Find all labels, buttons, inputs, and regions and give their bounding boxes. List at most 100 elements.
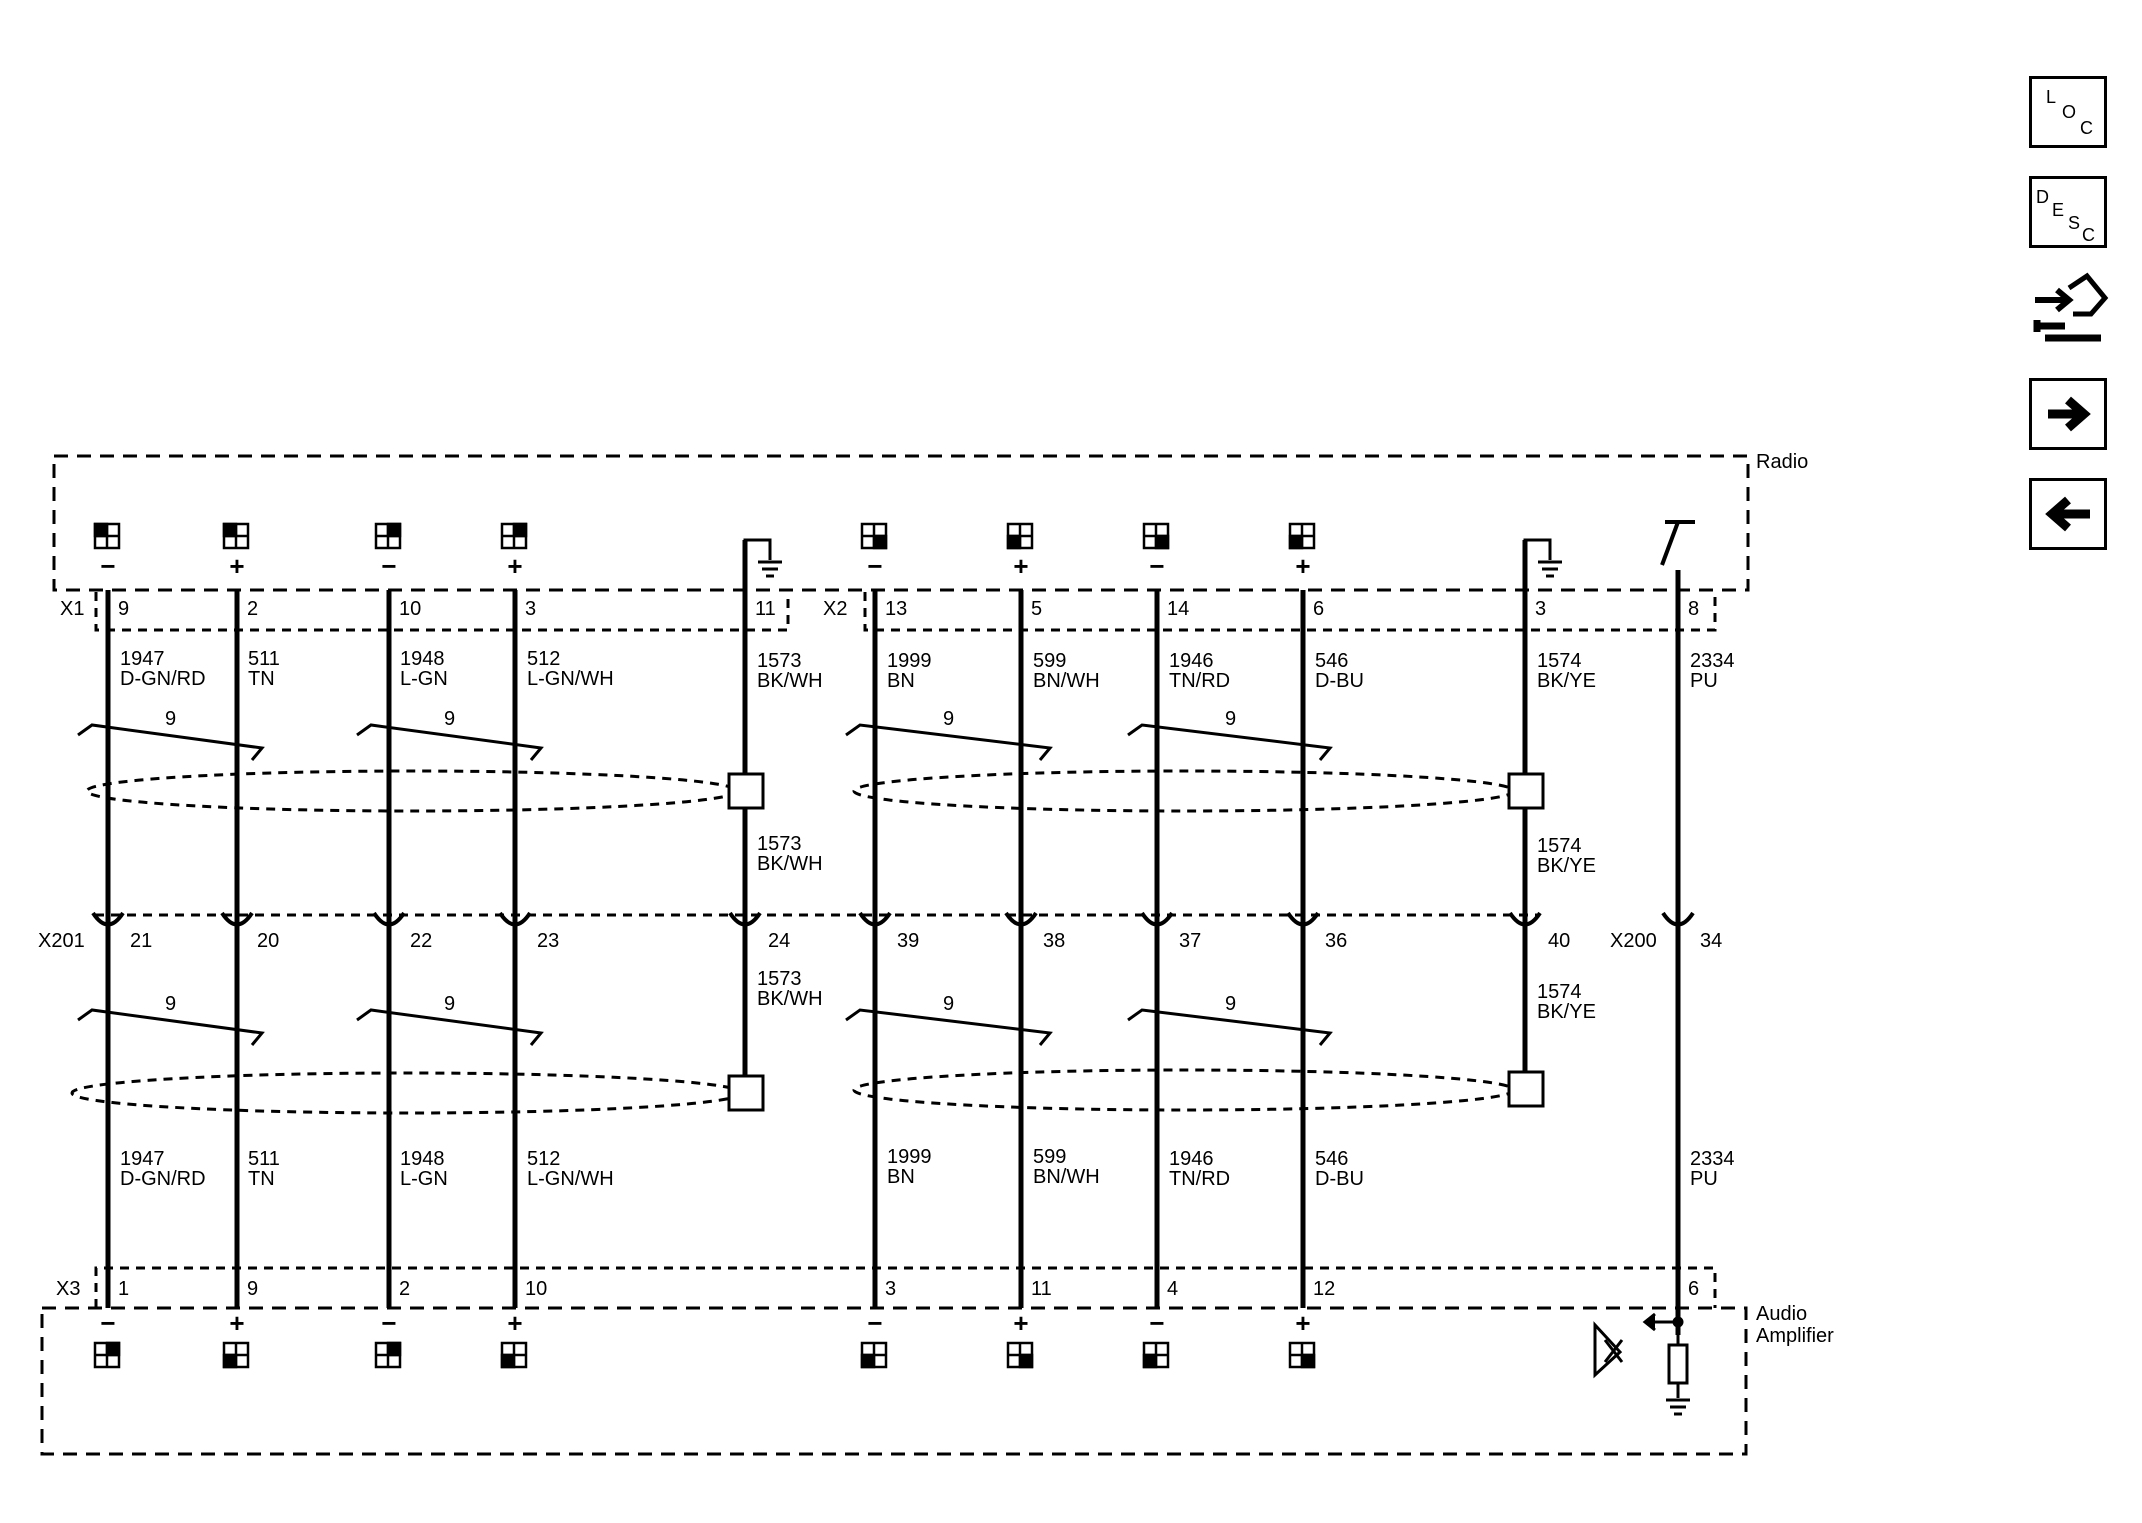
terminal-sign: +	[1013, 551, 1028, 581]
terminal-sign: −	[100, 1308, 115, 1338]
pin-number: 2	[247, 598, 258, 620]
pin-number: 12	[1313, 1278, 1335, 1300]
svg-text:D: D	[2036, 187, 2049, 207]
wire-color: D-BU	[1315, 670, 1364, 692]
circuit-number: 1946	[1169, 650, 1214, 672]
pin-number: 20	[257, 930, 279, 952]
pin-number: 8	[1688, 598, 1699, 620]
circuit-number: 1999	[887, 1146, 932, 1168]
twist-count-upper: 9 9 9 9	[165, 708, 1236, 730]
terminal-icon	[374, 522, 402, 550]
pin-number: 10	[525, 1278, 547, 1300]
pin-number: 40	[1548, 930, 1570, 952]
pin-number: 5	[1031, 598, 1042, 620]
terminal-sign: +	[507, 1308, 522, 1338]
circuit-number: 1573	[757, 833, 802, 855]
radio-terminals	[93, 522, 1316, 550]
terminal-icon	[1006, 1341, 1034, 1369]
terminal-sign: −	[867, 551, 882, 581]
terminal-icon	[860, 522, 888, 550]
pin-number: 6	[1313, 598, 1324, 620]
svg-text:O: O	[2062, 102, 2076, 122]
connector-pinout-icon	[2033, 272, 2109, 342]
terminal-sign: −	[100, 551, 115, 581]
previous-page-icon	[2045, 496, 2090, 532]
circuit-number: 1573	[757, 968, 802, 990]
wire-color: D-GN/RD	[120, 1168, 206, 1190]
amplifier-pin-numbers: 1 9 2 10 3 11 4 12 6	[118, 1278, 1699, 1300]
twist-count: 9	[1225, 993, 1236, 1015]
pin-number: 22	[410, 930, 432, 952]
next-page-button[interactable]	[2029, 378, 2107, 450]
circuit-number: 599	[1033, 650, 1066, 672]
twisted-pair-markers-upper	[77, 723, 1333, 761]
pin-number: 9	[118, 598, 129, 620]
twist-count: 9	[943, 993, 954, 1015]
terminal-sign: +	[1013, 1308, 1028, 1338]
pin-number: 1	[118, 1278, 129, 1300]
terminal-icon	[1142, 522, 1170, 550]
pin-number: 9	[247, 1278, 258, 1300]
shield-terminal-icon	[727, 1070, 1545, 1112]
mute-icon	[1593, 1321, 1624, 1379]
svg-text:C: C	[2080, 118, 2093, 138]
wire-color: BN	[887, 1166, 915, 1188]
pin-number: 4	[1167, 1278, 1178, 1300]
connector-x2-label: X2	[823, 598, 847, 620]
twist-count: 9	[1225, 708, 1236, 730]
pin-number: 34	[1700, 930, 1722, 952]
circuit-number: 1948	[400, 648, 445, 670]
circuit-number: 546	[1315, 650, 1348, 672]
wire-color: L-GN	[400, 1168, 448, 1190]
wire-color: PU	[1690, 1168, 1718, 1190]
terminal-icon	[93, 522, 121, 550]
pin-number: 2	[399, 1278, 410, 1300]
radio-signs: − + − + − + − +	[100, 551, 1310, 581]
connector-x201-label: X201	[38, 930, 85, 952]
circuit-number: 2334	[1690, 1148, 1735, 1170]
wire-color: BK/YE	[1537, 670, 1596, 692]
switch-icon	[1660, 520, 1695, 566]
wire-color: L-GN/WH	[527, 1168, 614, 1190]
connector-x2-outline	[863, 592, 1717, 632]
twist-count: 9	[165, 993, 176, 1015]
resistor-icon	[1667, 1343, 1689, 1385]
wire-color: BN/WH	[1033, 670, 1100, 692]
twist-count: 9	[444, 708, 455, 730]
circuit-number: 1948	[400, 1148, 445, 1170]
wire-color: L-GN/WH	[527, 668, 614, 690]
terminal-sign: +	[1295, 551, 1310, 581]
wire-color: BK/WH	[757, 988, 823, 1010]
pin-number: 37	[1179, 930, 1201, 952]
circuit-number: 511	[248, 648, 280, 670]
amplifier-label: Amplifier	[1756, 1325, 1834, 1347]
circuit-number: 511	[248, 1148, 280, 1170]
circuit-number: 512	[527, 648, 560, 670]
previous-page-button[interactable]	[2029, 478, 2107, 550]
terminal-sign: −	[1149, 551, 1164, 581]
pin-number: 24	[768, 930, 790, 952]
desc-icon: D E S C	[2036, 187, 2095, 245]
circuit-number: 1574	[1537, 981, 1582, 1003]
circuit-number: 1999	[887, 650, 932, 672]
desc-button[interactable]: D E S C	[2029, 176, 2107, 248]
wire-color: PU	[1690, 670, 1718, 692]
terminal-icon	[1288, 1341, 1316, 1369]
loc-icon: L O C	[2046, 87, 2093, 138]
pin-number: 39	[897, 930, 919, 952]
pin-number: 21	[130, 930, 152, 952]
pin-number: 11	[755, 598, 776, 620]
terminal-sign: +	[1295, 1308, 1310, 1338]
connector-pinout-button[interactable]	[2029, 270, 2111, 356]
terminal-icon	[93, 1341, 121, 1369]
wire-color: TN	[248, 1168, 275, 1190]
svg-text:E: E	[2052, 200, 2064, 220]
loc-button[interactable]: L O C	[2029, 76, 2107, 148]
pin-number: 38	[1043, 930, 1065, 952]
circuit-number: 546	[1315, 1148, 1348, 1170]
radio-pin-numbers: 9 2 10 3 11 13 5 14 6 3 8	[118, 598, 1699, 620]
next-page-icon	[2048, 396, 2091, 432]
circuit-number: 2334	[1690, 650, 1735, 672]
